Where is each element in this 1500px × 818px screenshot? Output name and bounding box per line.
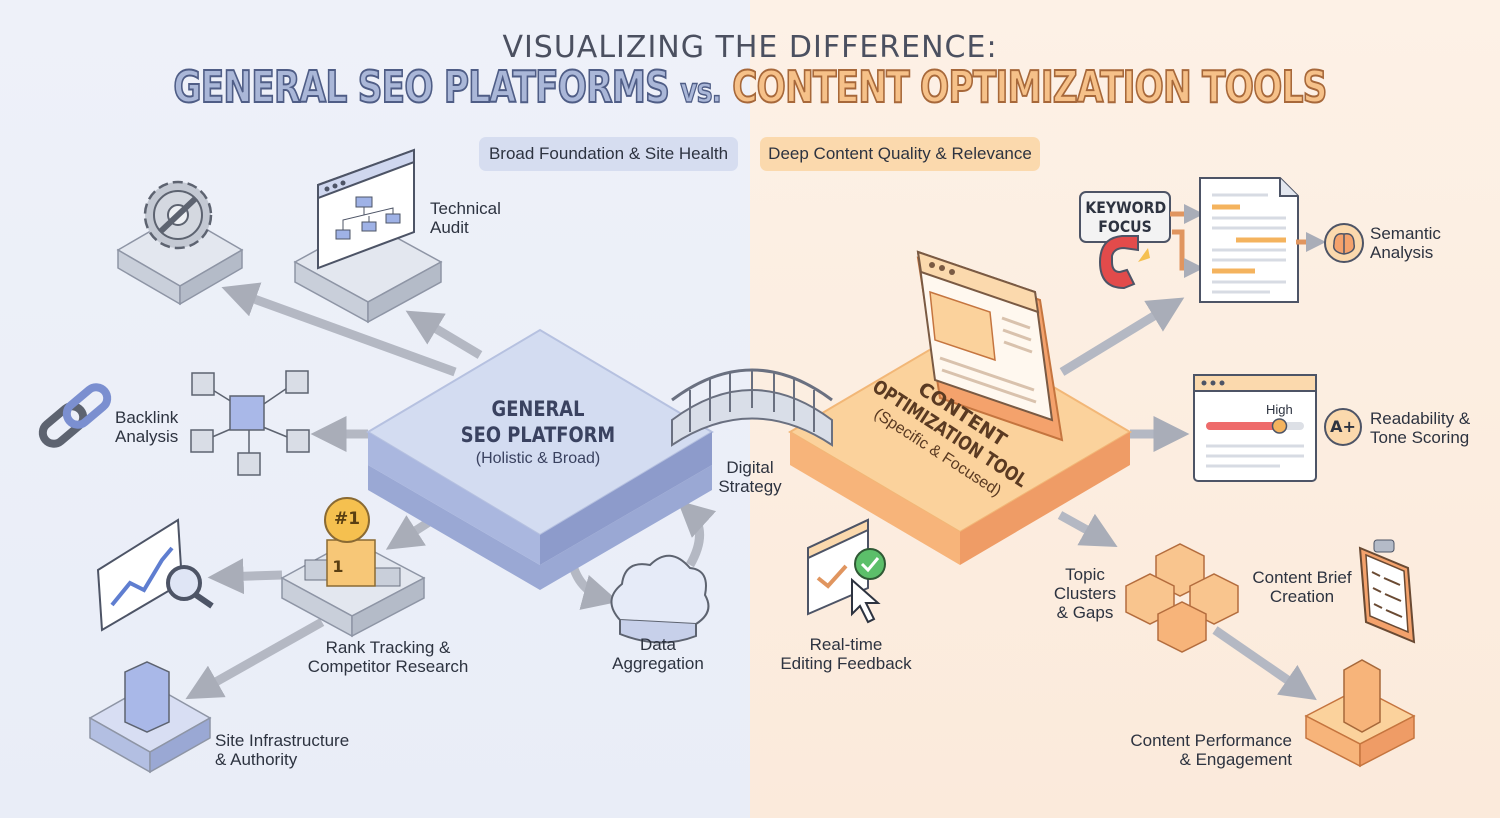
readability-window — [1193, 374, 1317, 482]
rank-podium-node — [280, 497, 426, 638]
topic-clusters-line3: & Gaps — [1056, 603, 1114, 622]
header-subtitle: VISUALIZING THE DIFFERENCE: — [502, 30, 998, 65]
brain-icon — [1324, 223, 1364, 263]
performance-label: Content Performance & Engagement — [1120, 731, 1292, 769]
bridge-label: Digital Strategy — [718, 458, 782, 496]
topic-clusters-label: Topic Clusters & Gaps — [1050, 565, 1120, 622]
keyword-focus-label: KEYWORD FOCUS — [1085, 198, 1167, 236]
title-left: GENERAL SEO PLATFORMS — [173, 61, 671, 114]
backlink-label: Backlink Analysis — [115, 408, 178, 446]
general-platform-title-2: SEO PLATFORM — [460, 423, 616, 447]
semantic-label: Semantic Analysis — [1370, 224, 1441, 262]
backlink-line1: Backlink — [115, 408, 179, 427]
header-title: GENERAL SEO PLATFORMS vs. CONTENT OPTIMI… — [165, 61, 1335, 114]
arrow-to-chart — [207, 558, 283, 595]
performance-node — [1304, 659, 1416, 768]
grade-badge — [1324, 408, 1362, 446]
readability-slider-fill — [1206, 422, 1280, 430]
right-category-pill: Deep Content Quality & Relevance — [760, 137, 1040, 171]
semantic-line1: Semantic — [1370, 224, 1441, 243]
data-aggregation-line2: Aggregation — [612, 654, 704, 673]
arrow-from-cloud — [677, 500, 717, 568]
title-vs: vs. — [680, 70, 723, 112]
rank-tracking-label: Rank Tracking & Competitor Research — [300, 638, 476, 676]
technical-audit-node — [293, 148, 443, 324]
infrastructure-line1: Site Infrastructure — [215, 731, 350, 750]
title-right: CONTENT OPTIMIZATION TOOLS — [731, 61, 1328, 114]
keyword-focus-line2: FOCUS — [1098, 217, 1152, 236]
bridge-label-line1: Digital — [726, 458, 774, 477]
readability-label: Readability & Tone Scoring — [1370, 409, 1470, 447]
clipboard-icon — [1358, 539, 1416, 644]
performance-line1: Content Performance — [1130, 731, 1292, 750]
infrastructure-node — [88, 661, 212, 774]
topic-clusters-line1: Topic — [1065, 565, 1105, 584]
document-icon — [1199, 177, 1326, 303]
rank-badge-text: #1 — [333, 509, 361, 529]
content-brief-line1: Content Brief — [1252, 568, 1352, 587]
content-brief-label: Content Brief Creation — [1248, 568, 1356, 606]
arrow-to-topic-clusters — [1057, 511, 1118, 547]
infrastructure-line2: & Authority — [215, 750, 298, 769]
realtime-line2: Editing Feedback — [780, 654, 912, 673]
readability-slider-knob — [1271, 418, 1288, 434]
realtime-window — [807, 518, 886, 624]
arrow-to-document — [1059, 297, 1185, 376]
backlink-line2: Analysis — [115, 427, 179, 446]
data-aggregation-label: Data Aggregation — [606, 635, 710, 673]
browser-window-illustration — [916, 250, 1064, 442]
cube-network-icon — [190, 370, 310, 476]
general-platform-label: GENERAL SEO PLATFORM (Holistic & Broad) — [438, 396, 638, 470]
growth-chart-icon — [96, 518, 214, 632]
keyword-focus-line1: KEYWORD — [1085, 198, 1167, 217]
data-aggregation-line1: Data — [640, 635, 676, 654]
readability-line2: Tone Scoring — [1370, 428, 1470, 447]
general-platform-title-1: GENERAL — [491, 397, 585, 421]
bridge-illustration — [671, 368, 833, 447]
general-platform-subtitle: (Holistic & Broad) — [475, 450, 601, 467]
left-arrows — [185, 282, 717, 700]
grade-text: A+ — [1330, 417, 1356, 436]
general-platform-slab — [366, 328, 714, 590]
bridge-label-line2: Strategy — [718, 477, 782, 496]
arrow-to-performance — [1212, 626, 1317, 701]
performance-line2: & Engagement — [1179, 750, 1292, 769]
readability-line1: Readability & — [1370, 409, 1471, 428]
rank-tracking-line1: Rank Tracking & — [325, 638, 451, 657]
keyword-focus-node — [1079, 191, 1204, 290]
cloud-icon — [610, 554, 710, 644]
rank-tracking-line2: Competitor Research — [307, 657, 469, 676]
infrastructure-label: Site Infrastructure & Authority — [215, 731, 349, 769]
chain-link-icon — [38, 383, 112, 448]
left-category-pill: Broad Foundation & Site Health — [479, 137, 738, 171]
arrow-to-technical-audit — [405, 310, 483, 359]
content-brief-line2: Creation — [1269, 587, 1335, 606]
technical-audit-line2: Audit — [430, 218, 469, 237]
readability-level: High — [1266, 402, 1293, 417]
topic-clusters-line2: Clusters — [1053, 584, 1117, 603]
technical-audit-line1: Technical — [430, 199, 501, 218]
semantic-line2: Analysis — [1370, 243, 1434, 262]
right-arrows — [1057, 297, 1317, 701]
realtime-line1: Real-time — [809, 635, 883, 654]
arrow-to-gear — [221, 282, 457, 377]
arrow-to-infrastructure — [185, 618, 325, 700]
topic-cluster-icon — [1125, 543, 1239, 653]
technical-audit-label: Technical Audit — [430, 199, 501, 237]
podium-number: 1 — [332, 557, 344, 576]
gear-node — [116, 180, 244, 306]
realtime-label: Real-time Editing Feedback — [776, 635, 916, 673]
